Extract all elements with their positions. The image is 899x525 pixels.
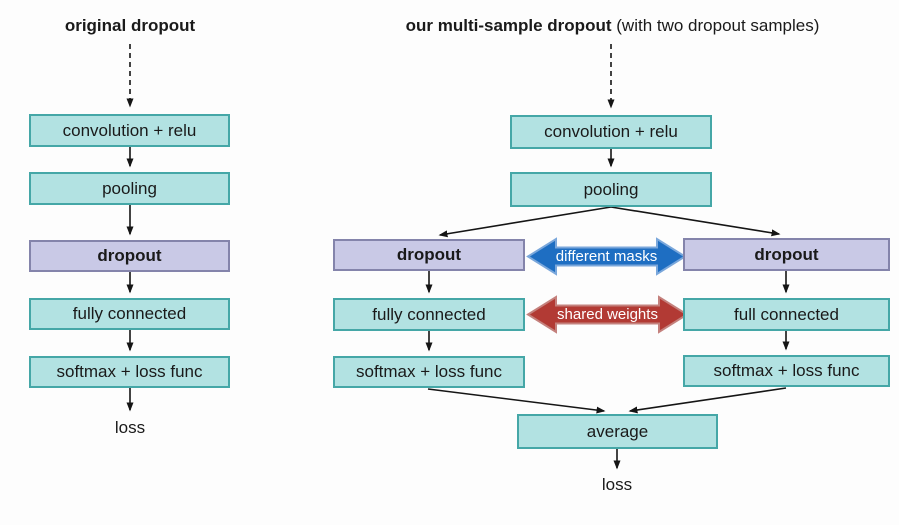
box-label: fully connected — [372, 304, 486, 324]
box-label: convolution + relu — [62, 120, 197, 140]
loss-label-original: loss — [114, 418, 146, 437]
box-pooling-original: pooling — [29, 172, 230, 205]
box-pooling-multisample: pooling — [510, 172, 712, 207]
multisample-dropout-title: our multi-sample dropout(with two dropou… — [340, 16, 885, 36]
arrow-pooling-to-dropout-right — [610, 206, 781, 237]
box-fully-connected-original: fully connected — [29, 298, 230, 330]
box-label: average — [586, 421, 649, 441]
box-label: fully connected — [72, 304, 187, 323]
arrow-softmax-right-to-average — [628, 387, 787, 414]
box-convolution-relu-original: convolution + relu — [29, 114, 230, 147]
box-label: softmax + loss func — [356, 362, 502, 381]
box-label: pooling — [583, 179, 639, 199]
loss-label-multisample: loss — [601, 475, 633, 494]
title-regular: (with two dropout samples) — [616, 16, 820, 35]
box-label: convolution + relu — [544, 122, 678, 141]
box-dropout-original: dropout — [29, 240, 230, 272]
box-dropout-left: dropout — [333, 239, 525, 271]
box-softmax-loss-right: softmax + loss func — [683, 355, 890, 387]
box-convolution-relu-multisample: convolution + relu — [510, 115, 712, 149]
box-dropout-right: dropout — [683, 238, 890, 271]
title-bold: our multi-sample dropout — [405, 16, 612, 35]
box-label: pooling — [102, 178, 157, 198]
box-label: full connected — [734, 304, 839, 324]
box-softmax-loss-original: softmax + loss func — [29, 356, 230, 388]
arrow-pooling-to-dropout-left — [438, 206, 612, 238]
arrow-softmax-left-to-average — [427, 388, 606, 414]
shared-weights-label: shared weights — [557, 306, 658, 323]
box-label: dropout — [396, 245, 462, 264]
box-full-connected-right: full connected — [683, 298, 890, 331]
box-label: dropout — [754, 244, 819, 264]
box-softmax-loss-left: softmax + loss func — [333, 356, 525, 388]
box-fully-connected-left: fully connected — [333, 298, 525, 331]
different-masks-label: different masks — [555, 248, 658, 265]
box-label: softmax + loss func — [56, 362, 203, 381]
box-label: dropout — [97, 246, 162, 265]
original-dropout-title: original dropout — [64, 16, 196, 35]
box-average: average — [517, 414, 718, 449]
box-label: softmax + loss func — [713, 361, 860, 380]
